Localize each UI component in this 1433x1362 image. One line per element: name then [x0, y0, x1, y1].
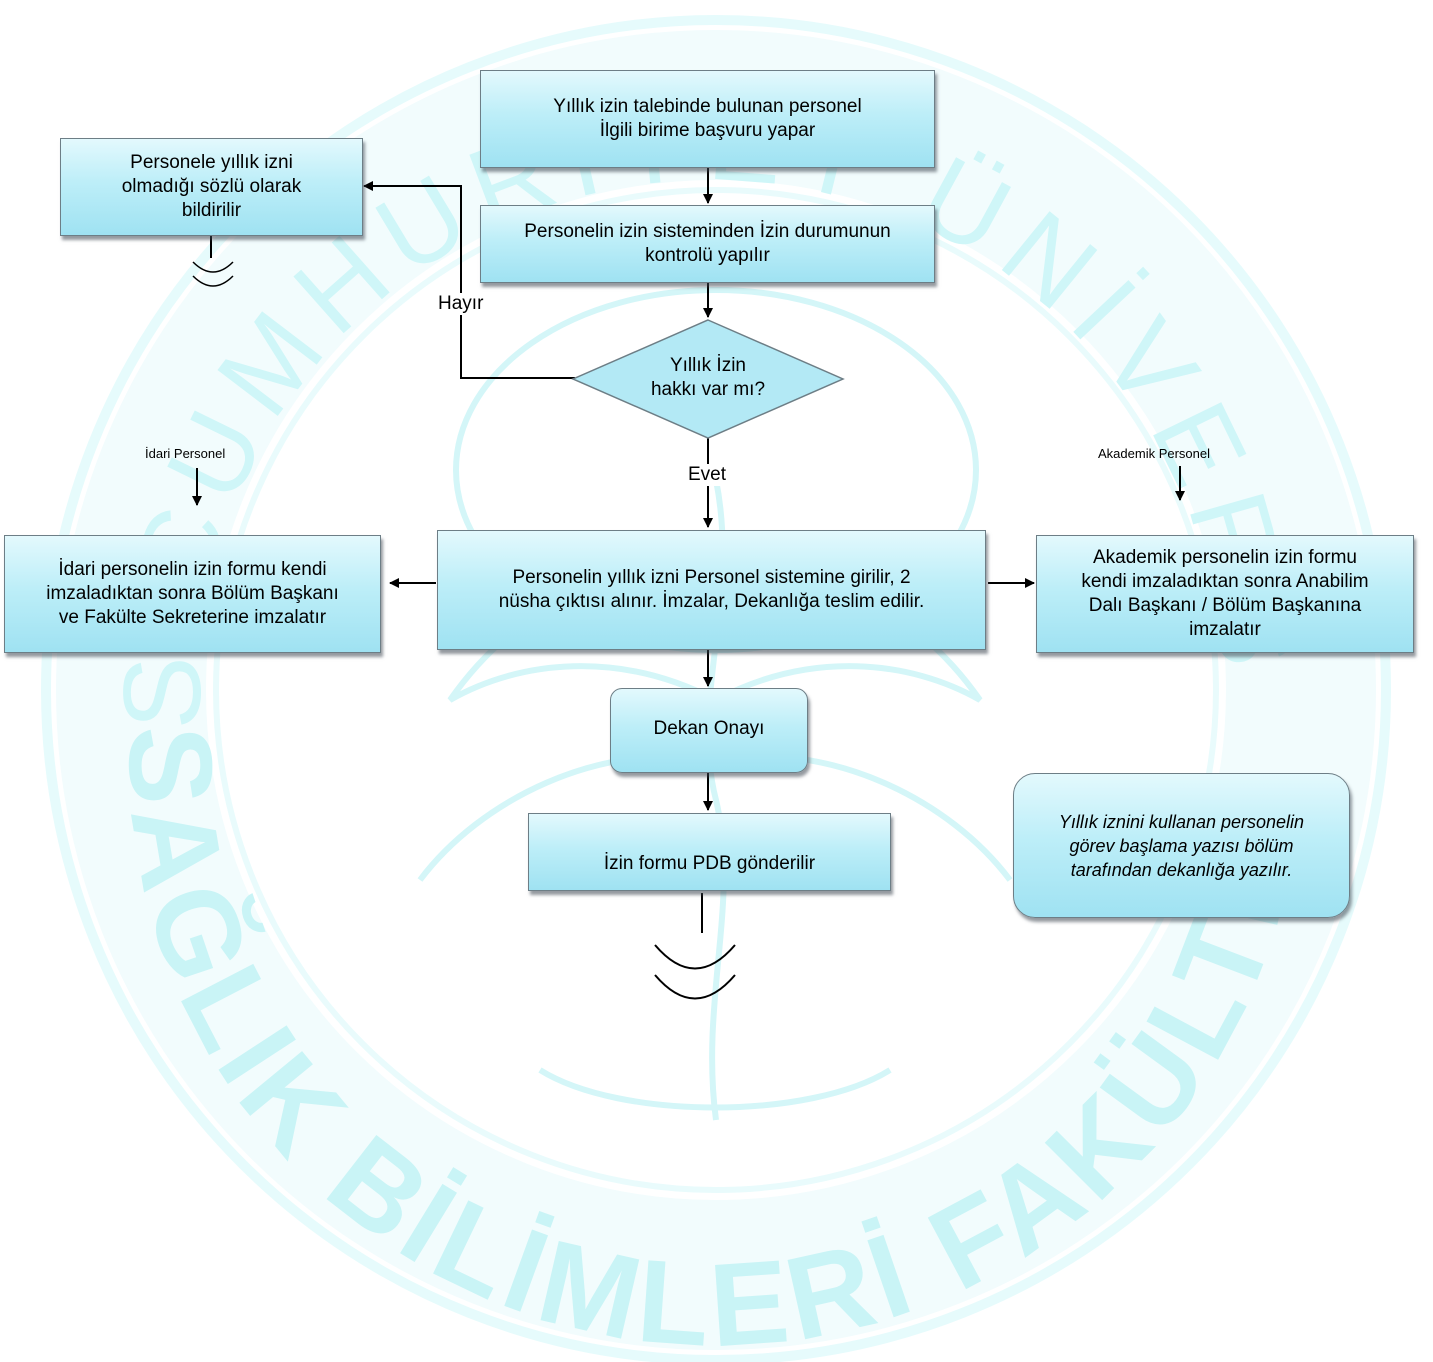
admin-staff-label: İdari Personel	[145, 446, 226, 461]
no-leave-end-terminator-upper	[192, 261, 234, 273]
no-edge-label: Hayır	[436, 293, 486, 315]
seal-inner-ring	[213, 187, 1219, 1193]
pdb-end-terminator-lower	[654, 974, 736, 1000]
check-status-box: Personelin izin sisteminden İzin durumun…	[480, 205, 935, 283]
academic-staff-label: Akademik Personel	[1098, 446, 1210, 461]
pdb-end-terminator-upper	[654, 944, 736, 970]
enter-leave-box: Personelin yıllık izni Personel sistemin…	[437, 530, 986, 650]
arrow-decision-no-branch	[363, 181, 575, 379]
no-leave-end-terminator-lower	[192, 275, 234, 287]
send-to-pdb-box: İzin formu PDB gönderilir	[528, 813, 891, 891]
dean-approval-box: Dekan Onayı	[610, 688, 808, 773]
yes-edge-label: Evet	[686, 464, 729, 486]
decision-diamond	[571, 319, 845, 439]
seal-outer-ring	[41, 15, 1391, 1362]
